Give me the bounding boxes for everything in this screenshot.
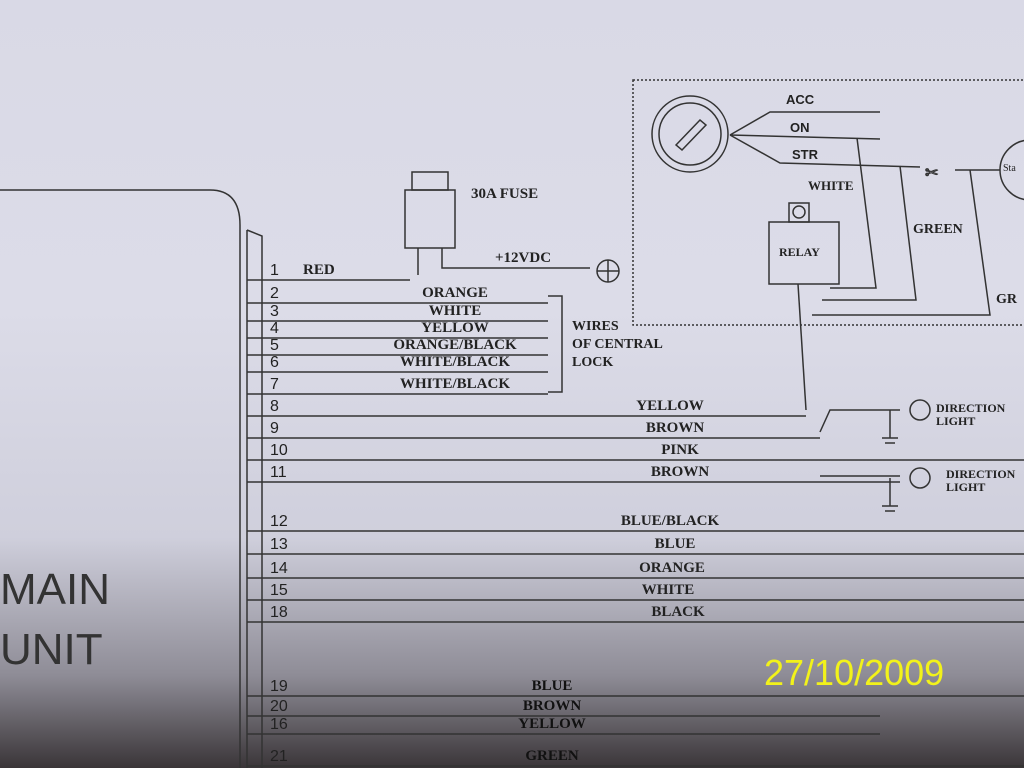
wire-color-label: YELLOW	[636, 398, 704, 414]
wire-number: 14	[270, 560, 288, 577]
wire-number: 4	[270, 320, 279, 337]
wire-number: 16	[270, 716, 288, 733]
wire-color-label: ORANGE	[639, 560, 705, 576]
wire-color-label: GREEN	[525, 748, 579, 764]
connector-bar	[246, 229, 263, 768]
wire-number: 3	[270, 303, 279, 320]
wire-color-label: BLACK	[651, 604, 705, 620]
starter-icon	[999, 139, 1024, 201]
wire-color-label: BROWN	[645, 420, 705, 436]
supply-label: +12VDC	[495, 250, 552, 266]
acc-label: ACC	[786, 92, 815, 107]
wire-color-label: WHITE/BLACK	[399, 376, 511, 392]
wire-color-label: YELLOW	[421, 320, 489, 336]
wire-color-label: WHITE/BLACK	[399, 354, 511, 370]
wire-color-label: WHITE	[641, 582, 695, 598]
wire-number: 18	[270, 604, 288, 621]
wire-color-label: WHITE	[428, 303, 482, 319]
wire-color-label: ORANGE	[422, 285, 488, 301]
wire-color-label: BLUE	[654, 536, 696, 552]
wire-color-label: BROWN	[522, 698, 582, 714]
ignition-box	[632, 79, 1024, 326]
relay-label: RELAY	[779, 245, 820, 259]
wire-number: 19	[270, 678, 288, 695]
str-label: STR	[792, 147, 818, 162]
svg-text:✂: ✂	[925, 165, 938, 182]
wire-number: 15	[270, 582, 288, 599]
direction-light-label: DIRECTION LIGHT	[936, 401, 1006, 428]
wire-number: 9	[270, 420, 279, 437]
note-line: WIRES	[572, 319, 619, 334]
wire-number: 2	[270, 285, 279, 302]
on-label: ON	[790, 120, 810, 135]
direction-light-label-2: DIRECTION LIGHT	[946, 467, 1016, 494]
wire-number: 20	[270, 698, 288, 715]
wire-color-label: BLUE	[531, 678, 573, 694]
central-lock-note: WIRES OF CENTRAL LOCK	[572, 318, 663, 372]
wire-color-label: BROWN	[650, 464, 710, 480]
note-line: OF CENTRAL	[572, 337, 663, 352]
wire-number: 8	[270, 398, 279, 415]
direction-light-icon	[909, 399, 931, 421]
wire-number: 10	[270, 442, 288, 459]
wire-color-label: PINK	[661, 442, 699, 458]
wire-number: 21	[270, 748, 288, 765]
wire-number: 13	[270, 536, 288, 553]
fuse-label: 30A FUSE	[471, 186, 539, 202]
wire-number: 1	[270, 262, 279, 279]
main-unit-outline	[0, 189, 241, 768]
green-wire-label: GREEN	[913, 222, 963, 237]
ignition-switch-icon	[651, 95, 729, 173]
main-unit-label: MAIN UNIT	[0, 560, 110, 680]
wire-color-label: RED	[303, 262, 335, 278]
direction-light-icon-2	[909, 467, 931, 489]
note-line: LOCK	[572, 355, 614, 370]
wire-number: 5	[270, 337, 279, 354]
green-wire-label-2: GR	[996, 292, 1017, 307]
wire-number: 12	[270, 513, 288, 530]
wire-number: 11	[270, 464, 287, 481]
wire-color-label: BLUE/BLACK	[620, 513, 720, 529]
central-lock-bracket	[548, 295, 563, 393]
wire-number: 6	[270, 354, 279, 371]
wire-color-label: YELLOW	[518, 716, 586, 732]
wire-color-label: ORANGE/BLACK	[393, 337, 517, 353]
white-wire-label: WHITE	[808, 178, 854, 193]
wire-number: 7	[270, 376, 279, 393]
main-unit-line1: MAIN	[0, 565, 110, 614]
date-stamp: 27/10/2009	[764, 652, 945, 693]
main-unit-line2: UNIT	[0, 625, 103, 674]
fuse-icon	[404, 189, 456, 249]
starter-label: Sta	[1003, 163, 1016, 174]
